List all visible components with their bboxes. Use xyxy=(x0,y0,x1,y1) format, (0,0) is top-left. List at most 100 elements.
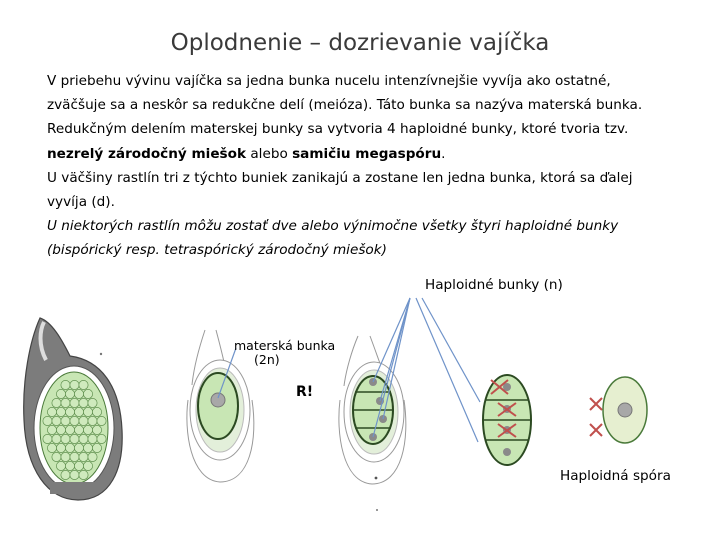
haploid-spore-cell xyxy=(602,376,648,444)
text-fragment: . xyxy=(441,145,446,162)
nucellus-cell xyxy=(69,380,80,390)
ovule-stage-2 xyxy=(186,329,255,483)
nucellus-cell xyxy=(60,434,71,444)
pointer-line xyxy=(372,297,411,383)
cross-mark xyxy=(497,402,517,417)
nucellus-cells xyxy=(42,380,107,480)
nucellus-cell xyxy=(96,434,107,444)
dot xyxy=(99,352,103,356)
nucellus-cell xyxy=(78,398,89,408)
nucellus-cell xyxy=(65,443,75,453)
nucellus-cell xyxy=(69,434,80,444)
nucellus-cell xyxy=(56,425,66,435)
nucellus-cell xyxy=(87,452,98,462)
nucellus-cell xyxy=(56,443,66,453)
term-samicia-megaspora: samičiu megaspóru xyxy=(292,145,442,162)
integument-outline xyxy=(186,399,255,483)
text-line: nezrelý zárodočný miešok alebo samičiu m… xyxy=(47,142,697,166)
text-line: zväčšuje sa a neskôr sa redukčne delí (m… xyxy=(47,97,643,114)
nucellus-cell xyxy=(69,398,80,408)
pointer-line xyxy=(372,297,411,438)
slide-title: Oplodnenie – dozrievanie vajíčka xyxy=(170,30,550,56)
nucellus-cell xyxy=(51,398,62,408)
nucellus-cell xyxy=(78,434,89,444)
nucellus-cell xyxy=(74,407,84,417)
nucellus-cell xyxy=(69,452,80,462)
integument-line xyxy=(343,335,359,387)
text-fragment: alebo xyxy=(246,145,293,162)
nucellus-cell xyxy=(60,416,71,426)
nucleus xyxy=(503,383,511,391)
nucellus-cell xyxy=(87,434,98,444)
nucellus-cell xyxy=(96,416,107,426)
micropyle xyxy=(50,482,98,494)
pointer-line xyxy=(382,297,411,420)
nucellus-cell xyxy=(69,416,80,426)
label-meiosis: R! xyxy=(296,384,314,400)
funiculus xyxy=(38,321,48,361)
nucellus-cell xyxy=(78,452,89,462)
nucellus-cell xyxy=(92,443,102,453)
nucellus-cell xyxy=(60,452,71,462)
nucellus-cell xyxy=(65,425,75,435)
mother-cell-nucleus xyxy=(210,392,226,408)
nucellus-cell xyxy=(92,425,102,435)
nucellus-cell xyxy=(65,389,75,399)
nucellus-cell xyxy=(92,407,102,417)
dot xyxy=(374,476,378,480)
nucellus-cell xyxy=(60,398,71,408)
nucellus-cell xyxy=(47,425,57,435)
label-haploid-cells: Haploidné bunky (n) xyxy=(425,277,563,293)
body-text: V priebehu vývinu vajíčka sa jedna bunka… xyxy=(47,69,697,263)
cross-mark xyxy=(589,423,603,437)
degeneration-crosses xyxy=(490,379,517,438)
cross-mark xyxy=(490,379,509,395)
spore-nucleus xyxy=(617,402,633,418)
pointer-line xyxy=(421,297,481,403)
ovule-stage-1 xyxy=(23,317,123,501)
mother-cell-pointer xyxy=(217,347,237,399)
pointer-line xyxy=(415,297,479,443)
nucellus-cell xyxy=(42,416,53,426)
dot xyxy=(376,509,378,511)
integument-line xyxy=(191,329,206,386)
nucellus-cell xyxy=(74,443,84,453)
term-nezrely-zarodocny-miesok: nezrelý zárodočný miešok xyxy=(47,145,247,162)
text-line: Redukčným delením materskej bunky sa vyt… xyxy=(47,121,629,138)
nucellus-cell xyxy=(65,461,75,471)
nucellus-cell xyxy=(87,398,98,408)
label-mother-cell: materská bunka xyxy=(234,338,336,353)
nucellus-cell xyxy=(56,389,66,399)
text-line: (bispórický resp. tetraspórický zárodočn… xyxy=(47,242,387,259)
nucellus-cell xyxy=(78,380,89,390)
nucellus-cell xyxy=(83,389,93,399)
nucellus-cell xyxy=(83,407,93,417)
side-crosses xyxy=(589,397,603,437)
label-haploid-spore: Haploidná spóra xyxy=(560,468,671,484)
nucellus-cell xyxy=(69,470,80,480)
nucellus-cell xyxy=(51,452,62,462)
nucellus-cell xyxy=(51,416,62,426)
nucleus xyxy=(503,448,511,456)
text-line: vyvíja (d). xyxy=(47,194,115,211)
nucellus-cell xyxy=(74,389,84,399)
nucellus-cell xyxy=(74,461,84,471)
text-line: V priebehu vývinu vajíčka sa jedna bunka… xyxy=(47,73,611,89)
nucellus-cell xyxy=(60,380,71,390)
nucellus-cell xyxy=(78,470,89,480)
cross-mark xyxy=(497,423,517,438)
nucellus-cell xyxy=(51,434,62,444)
nucellus-cell xyxy=(83,461,93,471)
text-line: U niektorých rastlín môžu zostať dve ale… xyxy=(47,218,619,235)
cross-mark xyxy=(589,397,603,411)
ovule-stage-4 xyxy=(482,374,603,466)
nucellus-cell xyxy=(78,416,89,426)
haploid-pointers xyxy=(372,297,481,443)
nucellus-cell xyxy=(60,470,71,480)
integument-outline xyxy=(338,399,407,485)
nucellus-cell xyxy=(83,425,93,435)
nucellus-cell xyxy=(56,461,66,471)
nucellus-cell xyxy=(42,434,53,444)
label-mother-cell-ploidy: (2n) xyxy=(254,352,280,367)
